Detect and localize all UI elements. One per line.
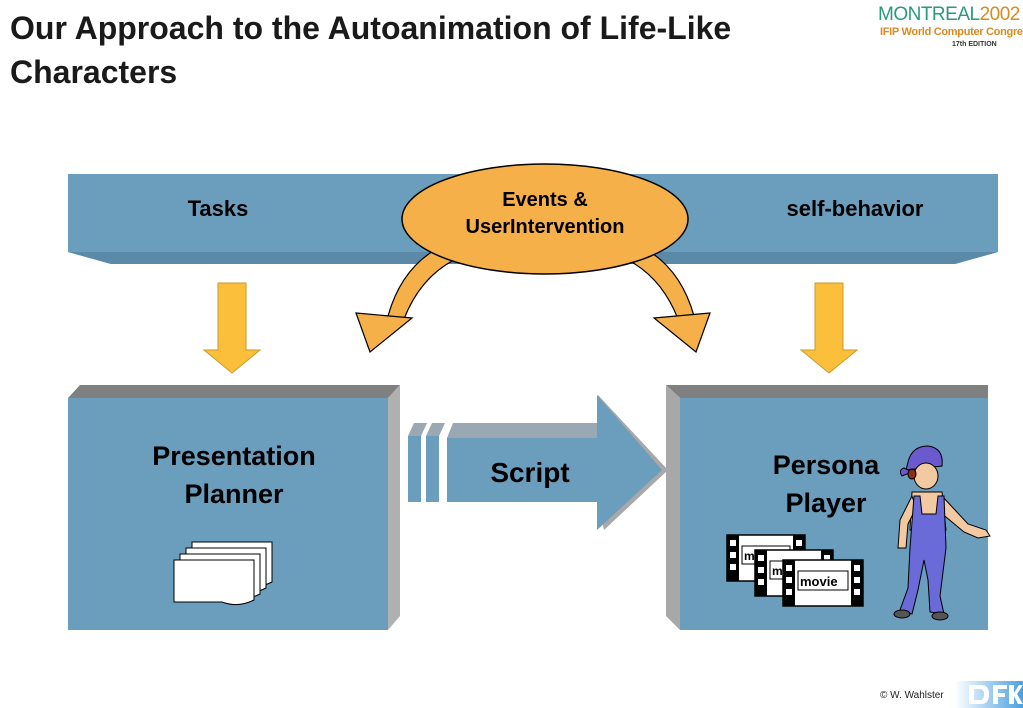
logo-subtitle: IFIP World Computer Congress [880, 26, 1023, 38]
logo-edition: 17th EDITION [952, 41, 997, 48]
dfki-logo [955, 681, 1023, 708]
tasks-label: Tasks [187, 196, 249, 221]
curved-arrow-right [627, 245, 711, 353]
script-label: Script [490, 457, 570, 488]
right-box-title-line2: Player [785, 488, 867, 518]
copyright-text: © W. Wahlster [880, 690, 944, 701]
left-box-title-line2: Planner [184, 479, 284, 509]
down-arrow-left [202, 282, 262, 374]
persona-character-icon [893, 445, 991, 621]
script-arrow [408, 395, 668, 530]
curved-arrow-left [355, 245, 455, 353]
logo-main-text: MONTREAL [878, 4, 980, 25]
self-behavior-label: self-behavior [786, 196, 924, 221]
events-ellipse [401, 163, 689, 275]
left-box-title-line1: Presentation [152, 441, 316, 471]
film-strip-icon-3: movie [782, 559, 864, 607]
slide-title: Our Approach to the Autoanimation of Lif… [10, 10, 732, 90]
right-box-title-line1: Persona [772, 450, 880, 480]
montreal-2002-logo: MONTREAL2002 IFIP World Computer Congres… [878, 4, 1023, 54]
down-arrow-right [799, 282, 859, 374]
film-label-3: movie [800, 574, 838, 589]
logo-year: 2002 [979, 4, 1021, 25]
ellipse-label-line1: Events & [502, 189, 588, 211]
ellipse-label-line2: UserIntervention [465, 216, 625, 238]
document-stack-icon [173, 541, 273, 606]
